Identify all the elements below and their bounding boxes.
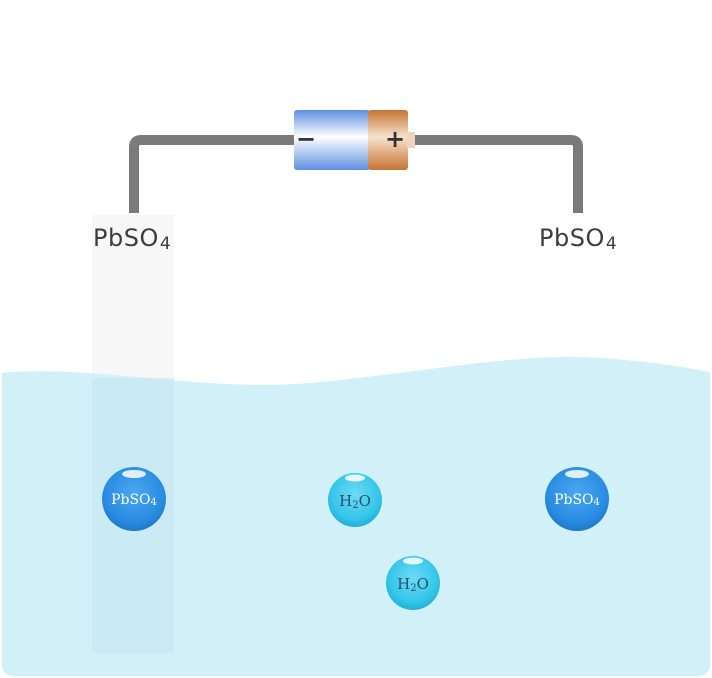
h2o-molecule-lower: H2O [386, 556, 440, 610]
battery: − + [294, 110, 415, 170]
left-electrode-label: PbSO4 [93, 224, 171, 254]
svg-text:PbSO4: PbSO4 [554, 492, 600, 508]
molecule-formula-subscript: 4 [151, 497, 157, 508]
pbso4-molecule-right: PbSO4 [545, 467, 609, 531]
molecule-formula-subscript: 2 [352, 500, 358, 511]
molecule-formula-suffix: O [417, 575, 429, 593]
molecule-formula: PbSO [111, 492, 150, 508]
battery-positive-terminal [368, 110, 408, 170]
molecule-formula-subscript: 2 [410, 583, 416, 594]
right-electrode-label-main: PbSO [539, 224, 605, 252]
h2o-molecule-upper: H2O [328, 473, 382, 527]
svg-text:PbSO4: PbSO4 [111, 492, 157, 508]
molecule-formula-suffix: O [359, 492, 371, 510]
battery-plus-symbol: + [385, 125, 405, 153]
molecule-formula: H [339, 492, 352, 510]
molecule-formula-subscript: 4 [594, 497, 600, 508]
battery-nub [407, 132, 415, 148]
battery-minus-symbol: − [296, 125, 316, 153]
svg-text:H2O: H2O [339, 492, 371, 511]
molecule-formula: PbSO [554, 492, 593, 508]
right-electrode-label-subscript: 4 [605, 234, 618, 254]
right-electrode-label: PbSO4 [539, 224, 617, 254]
pbso4-molecule-left: PbSO4 [102, 467, 166, 531]
svg-text:H2O: H2O [397, 575, 429, 594]
left-electrode-label-main: PbSO [93, 224, 159, 252]
molecule-formula: H [397, 575, 410, 593]
battery-negative-terminal [294, 110, 370, 170]
left-electrode-label-subscript: 4 [159, 234, 172, 254]
